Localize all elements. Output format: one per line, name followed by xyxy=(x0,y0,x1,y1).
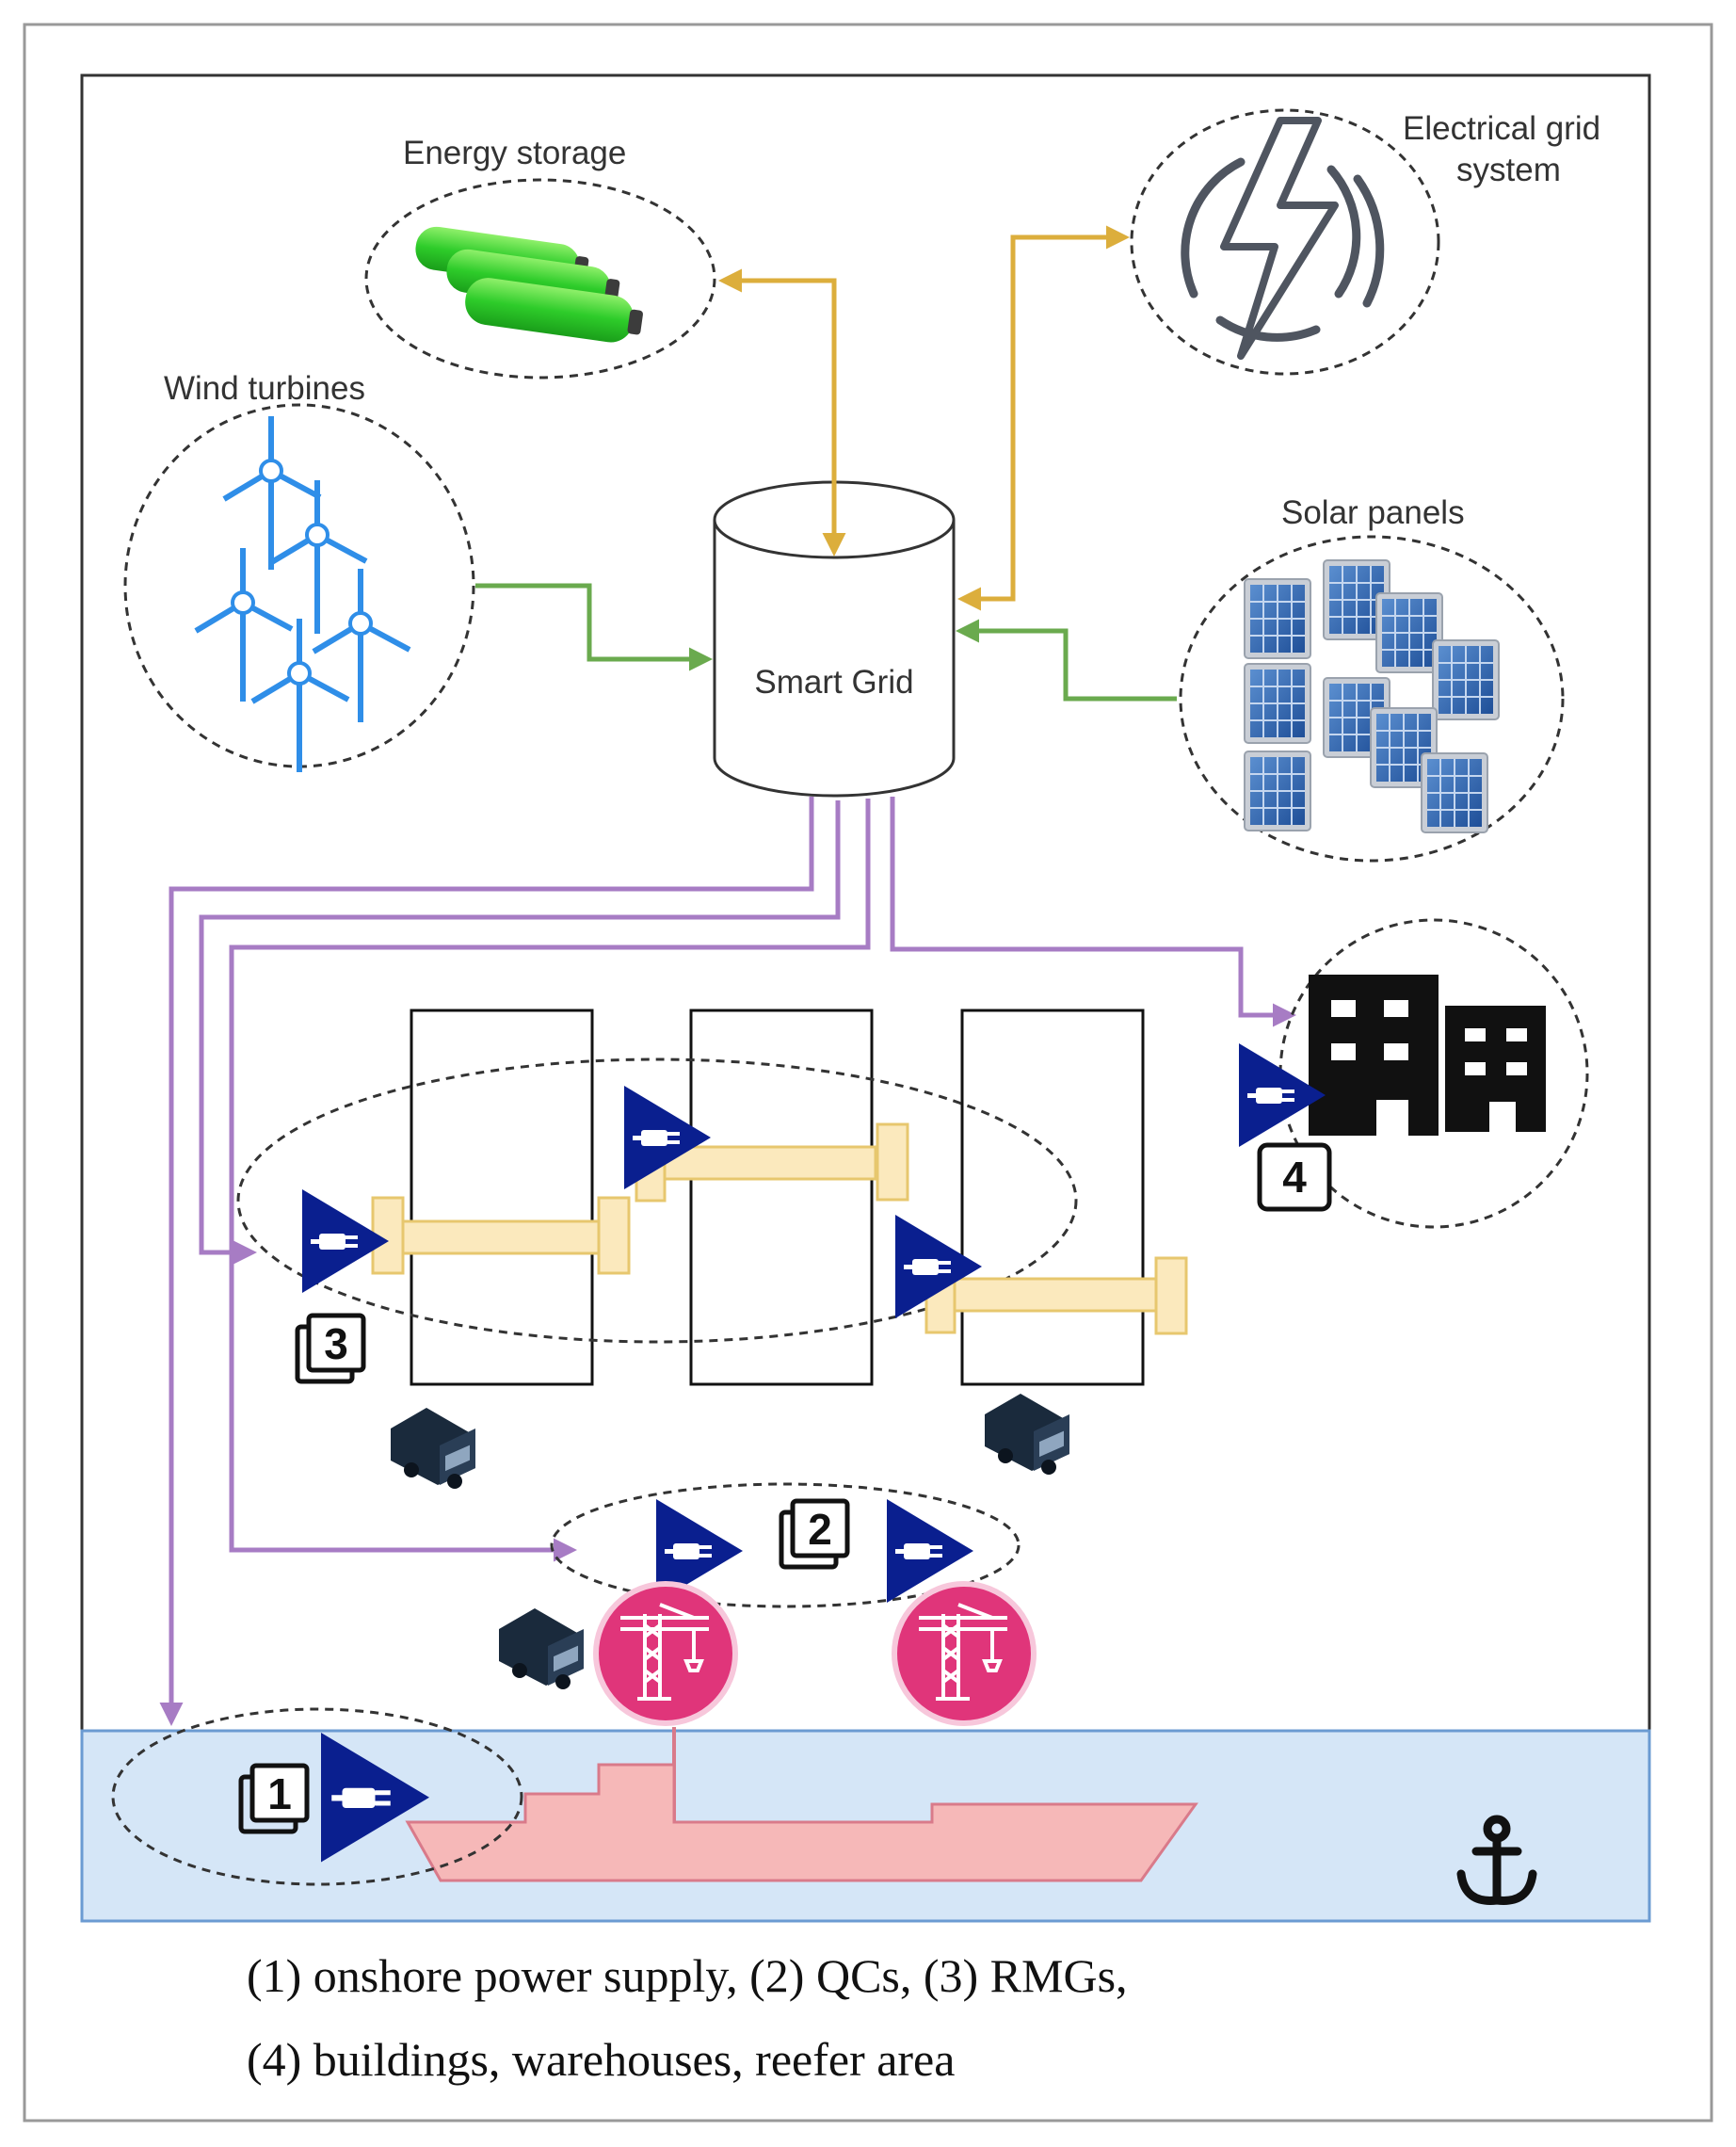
container-yard xyxy=(410,1009,1145,1386)
wind-turbines-label: Wind turbines xyxy=(164,370,365,407)
marker-3: 3 xyxy=(297,1316,363,1381)
electrical-grid-label-line1: Electrical grid xyxy=(1403,110,1600,147)
building-icon xyxy=(1309,975,1546,1136)
anchor-icon xyxy=(1456,1815,1537,1905)
energy-storage-label: Energy storage xyxy=(403,135,626,171)
to-buildings-arrow xyxy=(890,797,1296,1027)
ship-icon xyxy=(405,1727,1198,1882)
electrical-grid-label-line2: system xyxy=(1456,152,1561,188)
marker-2: 2 xyxy=(781,1501,847,1567)
battery-icon xyxy=(415,226,643,343)
energy-storage-node: Energy storage xyxy=(364,135,716,379)
buildings-zone: 4 xyxy=(1239,918,1589,1229)
outer-frame xyxy=(23,23,1713,2123)
solar-panels-node: Solar panels xyxy=(1179,494,1565,863)
grid-smart-grid-arrow xyxy=(957,225,1130,611)
wind-turbines-node: Wind turbines xyxy=(123,370,475,772)
marker-2-number: 2 xyxy=(808,1505,832,1554)
container-block xyxy=(960,1009,1145,1386)
crane-icon xyxy=(596,1584,735,1723)
wind-to-smart-grid-arrow xyxy=(475,583,713,671)
marker-1-number: 1 xyxy=(267,1769,292,1818)
smart-grid-label: Smart Grid xyxy=(754,664,913,701)
to-onshore-power-arrow xyxy=(159,797,814,1726)
container-block xyxy=(410,1009,594,1386)
caption-line-1: (1) onshore power supply, (2) QCs, (3) R… xyxy=(247,1949,1128,2002)
onshore-power-zone: 1 xyxy=(111,1707,523,1886)
marker-3-number: 3 xyxy=(324,1319,348,1368)
caption-line-2: (4) buildings, warehouses, reefer area xyxy=(247,2033,955,2086)
rmg-zone: 3 xyxy=(236,1057,1188,1381)
crane-icon xyxy=(894,1584,1034,1723)
marker-4-number: 4 xyxy=(1282,1153,1307,1202)
marker-4: 4 xyxy=(1257,1142,1332,1212)
supply-arrows xyxy=(475,583,1177,702)
to-qc-arrow xyxy=(229,799,871,1562)
bidirectional-arrows xyxy=(718,225,1130,611)
storage-smart-grid-arrow xyxy=(718,268,846,557)
qc-zone: 2 xyxy=(550,1482,1034,1723)
lightning-bolt-icon xyxy=(1181,117,1385,360)
to-rmg-arrow xyxy=(199,800,841,1265)
solar-panels-label: Solar panels xyxy=(1281,494,1465,531)
marker-1: 1 xyxy=(241,1766,307,1832)
electrical-grid-node: Electrical grid system xyxy=(1130,108,1600,376)
distribution-arrows xyxy=(159,797,1296,1726)
solar-to-smart-grid-arrow xyxy=(956,619,1177,702)
